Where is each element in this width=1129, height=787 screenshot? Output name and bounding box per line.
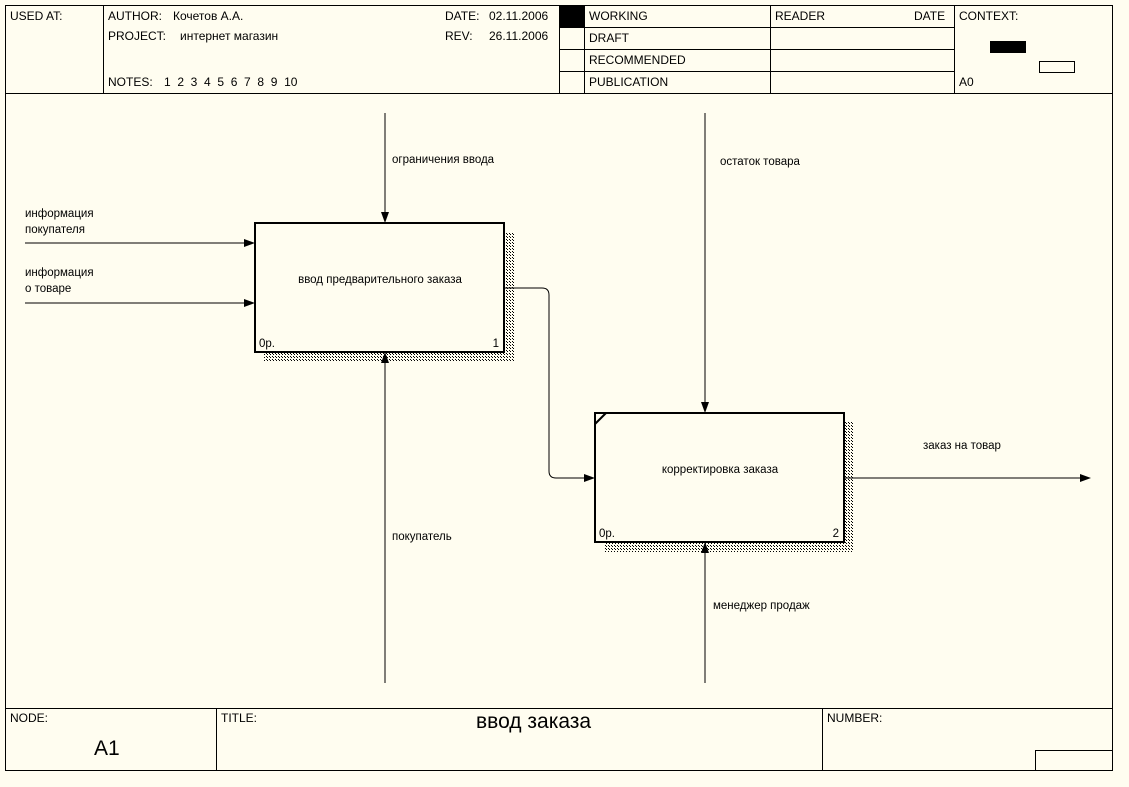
label-line: информация [25, 208, 94, 220]
activity-box-1[interactable] [254, 222, 505, 353]
arrowhead [584, 474, 595, 482]
input-arrow-1-label: информация покупателя [25, 208, 94, 236]
output-arrow-label: заказ на товар [923, 440, 1001, 452]
footer-divider [216, 708, 217, 771]
context-sibling-box [1039, 61, 1075, 73]
diagram-title: ввод заказа [476, 710, 592, 733]
label-line: информация [25, 267, 94, 279]
status-publication: PUBLICATION [589, 75, 669, 89]
activity-box-1-number: 1 [493, 338, 499, 350]
arrowhead [1080, 474, 1091, 482]
control-arrow-1-label: ограничения ввода [392, 154, 495, 166]
status-recommended: RECOMMENDED [589, 53, 686, 67]
header-divider [103, 5, 104, 93]
arrowhead [701, 402, 709, 413]
notes-numbers: 1 2 3 4 5 6 7 8 9 10 [164, 75, 298, 89]
notes-label: NOTES: [108, 75, 153, 89]
label-line: покупателя [25, 224, 85, 236]
node-value: A1 [94, 737, 120, 760]
date-value: 02.11.2006 [489, 9, 549, 23]
footer-top-border [5, 708, 1113, 709]
status-draft: DRAFT [589, 31, 629, 45]
activity-box-2-cost: 0р. [599, 528, 615, 540]
mechanism-arrow-1-label: покупатель [392, 531, 452, 543]
working-status-mark [560, 6, 584, 27]
link-arrow-1-to-2[interactable] [504, 287, 588, 479]
activity-box-2-number: 2 [833, 528, 839, 540]
header-divider [954, 5, 955, 93]
input-arrow-2-label: информация о товаре [25, 267, 94, 295]
project-label: PROJECT: [108, 29, 167, 43]
arrowhead [381, 352, 389, 363]
arrowhead [701, 542, 709, 553]
status-row-divider [559, 27, 954, 28]
context-label: CONTEXT: [959, 9, 1019, 23]
context-node: A0 [959, 75, 974, 89]
arrowhead [381, 212, 389, 223]
author-label: AUTHOR: [108, 9, 162, 23]
reader-label: READER [775, 9, 826, 23]
rev-label: REV: [445, 29, 473, 43]
header-bottom-border [5, 93, 1113, 94]
project-value: интернет магазин [180, 29, 279, 43]
status-row-divider [559, 49, 954, 50]
status-working: WORKING [589, 9, 648, 23]
author-value: Кочетов А.А. [173, 9, 244, 23]
activity-box-2-label: корректировка заказа [662, 464, 779, 476]
rev-value: 26.11.2006 [489, 29, 549, 43]
arrowhead [244, 239, 255, 247]
date-label: DATE: [445, 9, 480, 23]
activity-box-1-label: ввод предварительного заказа [298, 274, 462, 286]
number-label: NUMBER: [827, 711, 883, 725]
mechanism-arrow-2-label: менеджер продаж [713, 600, 810, 612]
activity-box-1-cost: 0р. [259, 338, 275, 350]
label-line: о товаре [25, 283, 71, 295]
footer-divider [1035, 750, 1113, 751]
context-parent-box [990, 41, 1026, 53]
footer-divider [822, 708, 823, 771]
node-label: NODE: [10, 711, 49, 725]
used-at-label: USED AT: [10, 9, 63, 23]
title-label: TITLE: [221, 711, 258, 725]
activity-box-2[interactable] [594, 412, 845, 543]
status-row-divider [559, 71, 954, 72]
reader-date-label: DATE [914, 9, 946, 23]
footer-divider [1035, 750, 1036, 771]
box-2-corner-tick [594, 412, 607, 425]
control-arrow-2-label: остаток товара [720, 156, 800, 168]
arrowhead [244, 299, 255, 307]
